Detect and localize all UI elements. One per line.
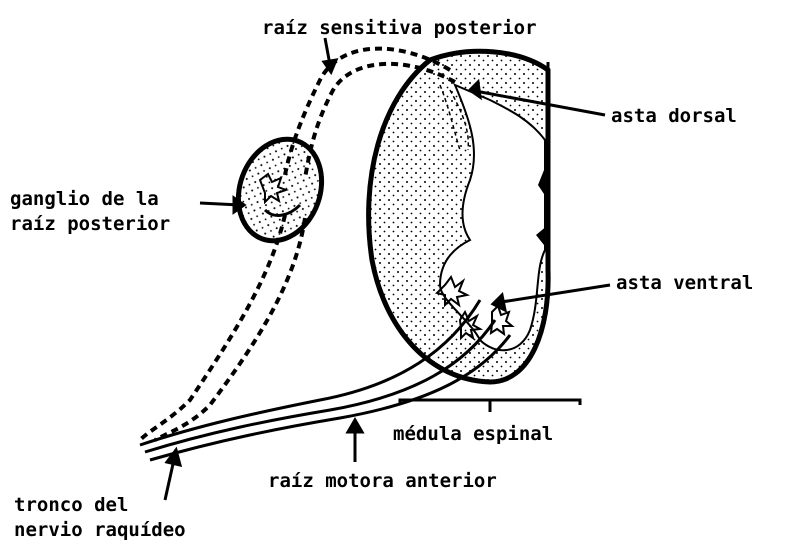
label-trunk-line2: nervio raquídeo (14, 519, 186, 541)
label-trunk-line1: tronco del (14, 494, 128, 516)
label-sensory-root: raíz sensitiva posterior (262, 17, 537, 39)
label-motor-root: raíz motora anterior (268, 470, 497, 492)
spinal-cord-bracket (400, 400, 580, 412)
label-ganglion-line1: ganglio de la (10, 188, 159, 210)
label-spinal-cord: médula espinal (393, 423, 553, 445)
label-dorsal-horn: asta dorsal (611, 105, 737, 127)
dorsal-root-ganglion (225, 127, 336, 252)
label-ganglion-line2: raíz posterior (10, 213, 170, 235)
label-ventral-horn: asta ventral (616, 272, 753, 294)
